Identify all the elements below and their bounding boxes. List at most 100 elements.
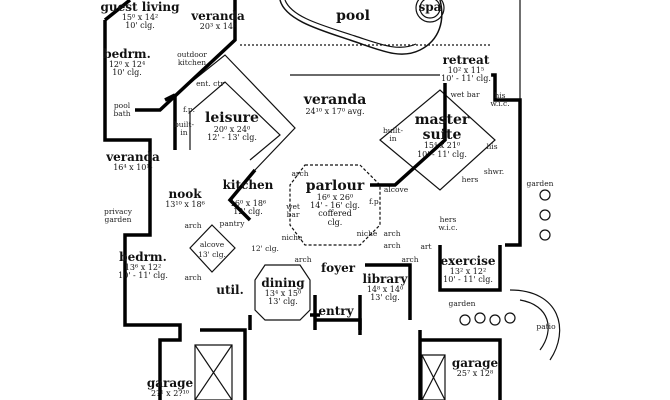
room-name: veranda: [106, 150, 160, 164]
room-dims: 14⁸ x 14⁰: [366, 284, 404, 294]
room-dims: 15⁴ x 21⁰: [423, 141, 461, 151]
room-veranda-mid: veranda 24¹⁰ x 17⁰ avg.: [304, 93, 367, 116]
room-dims: 24¹⁰ x 17⁰ avg.: [305, 106, 365, 116]
room-name: veranda: [191, 9, 245, 23]
room-veranda-left: veranda 16⁴ x 10¹¹: [106, 151, 160, 172]
room-ceiling: 13' clg.: [370, 292, 400, 302]
room-name: dining: [261, 276, 305, 290]
note-ent-ctr: ent. ctr: [196, 79, 224, 88]
note-12-clg: 12' clg.: [251, 244, 279, 253]
room-library: library 14⁸ x 14⁰ 13' clg.: [363, 273, 408, 302]
note-pantry: pantry: [219, 219, 245, 228]
room-master-suite: master suite 15⁴ x 21⁰ 10' - 11' clg.: [407, 113, 477, 159]
room-garage-right: garage 25⁷ x 12⁸: [452, 357, 498, 378]
note-arch-bedrm: arch: [184, 273, 202, 282]
room-ceiling: 10' - 11' clg.: [417, 149, 467, 159]
note-alcove-right: alcove: [383, 185, 409, 194]
room-retreat: retreat 10² x 11⁵ 10' - 11' clg.: [441, 53, 491, 84]
note-arch-mid2: arch: [383, 241, 401, 250]
note-niche-kitchen: niche: [281, 233, 303, 242]
room-ceiling: 14' - 16' clg.: [310, 201, 360, 211]
room-parlour: parlour 16⁶ x 26⁰ 14' - 16' clg. coffere…: [306, 179, 364, 227]
room-dims: 12⁰ x 12⁴: [108, 59, 146, 69]
room-veranda-top: veranda 20³ x 14²: [191, 10, 245, 31]
room-leisure: leisure 20⁰ x 24⁰ 12' - 13' clg.: [205, 111, 259, 142]
room-name: garage: [451, 356, 499, 370]
room-name: kitchen: [222, 178, 274, 192]
room-name: nook: [168, 187, 202, 201]
room-dims: 13⁶ x 12²: [124, 262, 162, 272]
room-dims: 15⁰ x 14²: [121, 12, 159, 22]
room-ceiling: 12' clg.: [233, 206, 263, 216]
room-name: exercise: [440, 254, 496, 268]
room-name: pool: [336, 8, 370, 24]
note-arch-foyer: arch: [294, 255, 312, 264]
note-garden-right: garden: [526, 179, 554, 188]
room-name: leisure: [205, 110, 259, 126]
room-name: library: [362, 272, 408, 286]
room-name: guest living: [100, 0, 180, 14]
note-patio: patio: [536, 322, 556, 331]
note-builtin-master: built-in: [383, 126, 403, 143]
note-outdoor-kitchen: outdoor kitchen: [177, 50, 207, 67]
room-utility: util.: [216, 284, 244, 297]
room-entry: entry: [318, 305, 353, 318]
room-dims: 25⁷ x 12⁸: [456, 368, 494, 378]
room-guest-living: guest living 15⁰ x 14² 10' clg.: [101, 1, 180, 30]
room-dims: 13¹⁰ x 18⁶: [165, 199, 205, 209]
room-name: bedrm.: [103, 47, 151, 61]
room-ceiling: 12' - 13' clg.: [207, 133, 257, 143]
note-art: art: [420, 242, 432, 251]
room-bedroom-top: bedrm. 12⁰ x 12⁴ 10' clg.: [103, 48, 151, 77]
room-nook: nook 13¹⁰ x 18⁶: [165, 188, 205, 209]
room-ceiling: 13' clg.: [268, 296, 298, 306]
room-dims: 16⁶ x 26⁰: [316, 192, 354, 202]
note-shwr: shwr.: [483, 167, 505, 176]
spa: spa: [419, 1, 442, 14]
note-wet-bar-retreat: wet bar: [450, 90, 480, 99]
note-arch-nook: arch: [184, 221, 202, 230]
room-name: bedrm.: [119, 250, 167, 264]
room-ceiling: 10' - 11' clg.: [441, 73, 491, 83]
room-kitchen: kitchen 16⁰ x 18⁶ 12' clg.: [223, 179, 274, 216]
note-niche-parlour: niche: [356, 229, 378, 238]
room-dims: 16⁴ x 10¹¹: [113, 162, 153, 172]
note-alcove-left-clg: 13' clg.: [198, 250, 226, 259]
note-arch-mid: arch: [383, 229, 401, 238]
room-dims: 20³ x 14²: [199, 21, 237, 31]
room-dining: dining 13⁴ x 15⁰ 13' clg.: [261, 277, 304, 306]
room-bedroom-bottom: bedrm. 13⁶ x 12² 10' - 11' clg.: [118, 251, 168, 280]
room-ceiling: 10' clg.: [125, 20, 155, 30]
note-arch-parlour: arch: [291, 169, 309, 178]
room-dims: 16⁰ x 18⁶: [229, 198, 267, 208]
room-name: entry: [318, 304, 354, 318]
pool: pool: [336, 9, 370, 24]
note-privacy-garden: privacy garden: [104, 207, 132, 224]
note-hers: hers: [461, 175, 479, 184]
note-fp-leisure: f.p.: [182, 105, 196, 114]
room-dims: 20⁰ x 24⁰: [213, 124, 251, 134]
note-hers-wic: hers w.i.c.: [438, 215, 458, 232]
note-pool-bath: pool bath: [113, 101, 131, 118]
room-name: spa: [418, 0, 442, 14]
room-name: garage: [146, 376, 194, 390]
note-fp-parlour: f.p.: [368, 197, 382, 206]
note-his-wic: his w.i.c.: [490, 91, 510, 108]
room-note: coffered clg.: [318, 209, 352, 227]
note-garden-bottom: garden: [448, 299, 476, 308]
room-name: retreat: [442, 53, 490, 67]
room-exercise: exercise 13² x 12² 10' - 11' clg.: [440, 255, 495, 284]
room-dims: 13² x 12²: [449, 266, 487, 276]
room-garage-left: garage 2?¹ x 2?¹⁰: [147, 377, 193, 398]
room-dims: 10² x 11⁵: [447, 65, 485, 75]
room-ceiling: 10' - 11' clg.: [443, 274, 493, 284]
room-ceiling: 10' - 11' clg.: [118, 270, 168, 280]
note-wet-bar-parlour: wet bar: [286, 202, 300, 219]
note-builtin-leisure: built-in: [174, 120, 194, 137]
note-arch-library: arch: [401, 255, 419, 264]
room-foyer: foyer: [321, 262, 355, 275]
room-name: veranda: [303, 92, 367, 108]
room-name: foyer: [320, 261, 356, 275]
